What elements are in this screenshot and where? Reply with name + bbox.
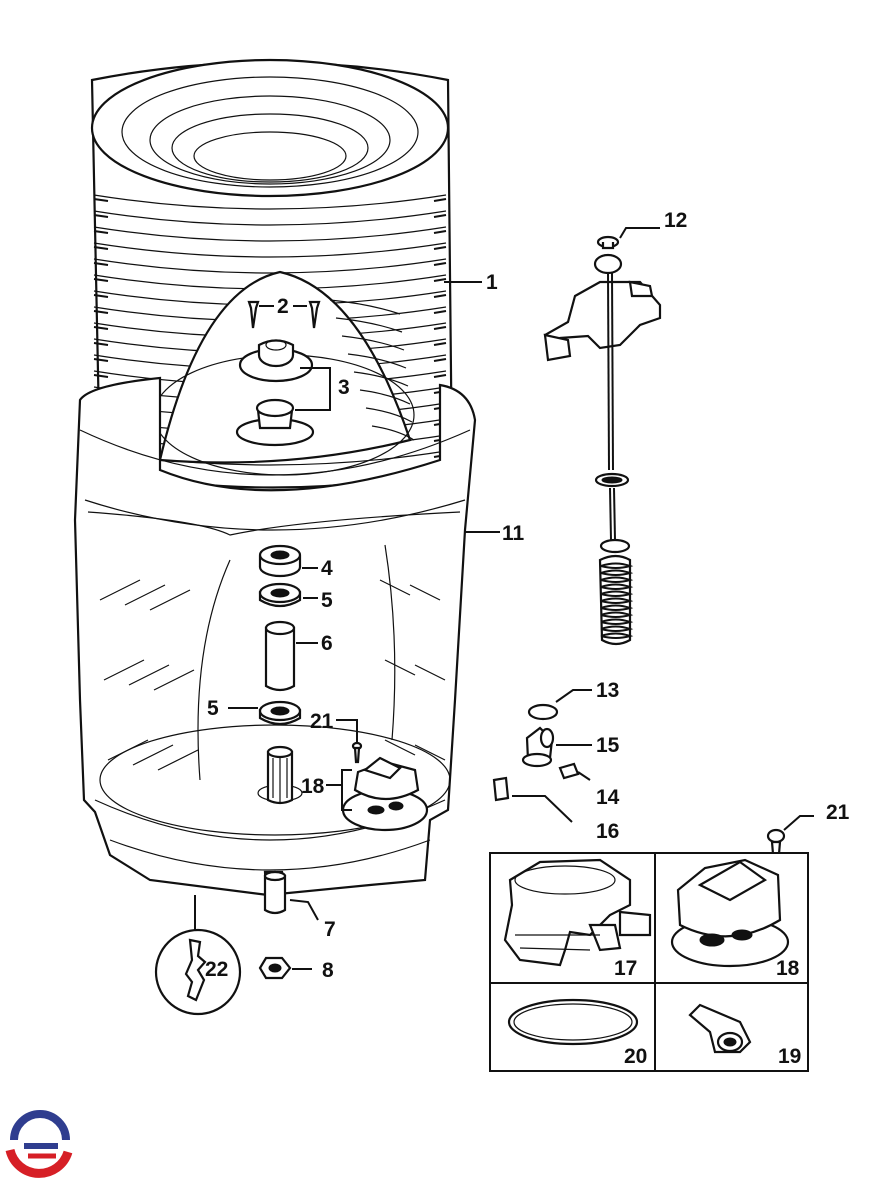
part-5-lower-bearing[interactable] [258,700,302,726]
part-8-nut[interactable] [258,956,312,980]
part-17-pump-assembly[interactable] [503,858,652,967]
part-5-upper-bearing[interactable] [258,582,302,608]
label-3: 3 [338,376,350,399]
label-21-small: 21 [310,710,334,733]
label-16: 16 [596,820,619,843]
label-12: 12 [664,209,687,232]
part-14-clip[interactable] [558,762,591,781]
brand-logo-icon [5,1110,73,1178]
label-5-upper: 5 [321,589,333,612]
label-2: 2 [277,295,289,318]
label-18-small: 18 [301,775,325,798]
part-13-o-ring[interactable] [527,689,592,721]
part-18-pump-small[interactable] [341,756,429,832]
label-20: 20 [624,1045,647,1068]
part-18-pump[interactable] [670,858,790,968]
tub-inner-rings [329,299,415,441]
leader-lines [228,281,500,786]
label-5-lower: 5 [207,697,219,720]
float-spring [600,562,634,639]
part-16-clip[interactable] [492,776,573,823]
part-22-clip-detail[interactable] [154,928,242,1016]
label-6: 6 [321,632,333,655]
part-2-screws[interactable] [247,300,321,329]
part-20-o-ring-large[interactable] [507,998,639,1046]
part-number-labels: 1 2 3 4 5 6 5 21 18 7 8 22 11 12 13 15 1… [205,209,850,1068]
label-22: 22 [205,958,228,981]
label-1: 1 [486,271,498,294]
part-15-elbow[interactable] [521,726,592,768]
label-21-large: 21 [826,801,850,824]
label-7: 7 [324,918,336,941]
outer-tub-ribs [99,579,446,771]
label-8: 8 [322,959,334,982]
label-11: 11 [502,522,525,545]
label-15: 15 [596,734,620,757]
label-14: 14 [596,786,620,809]
label-13: 13 [596,679,619,702]
part-19-impeller-cover[interactable] [688,1003,752,1054]
part-1-inner-tub[interactable] [90,58,454,489]
label-17: 17 [614,957,637,980]
label-4: 4 [321,557,333,580]
part-4-seal[interactable] [258,544,302,578]
part-21-screw-small[interactable] [336,719,363,764]
spin-shaft [257,745,303,805]
part-7-coupler[interactable] [263,870,319,921]
part-12-level-assembly[interactable] [543,227,662,646]
part-3-hub-and-gear[interactable] [235,339,331,447]
label-18: 18 [776,957,800,980]
label-19: 19 [778,1045,801,1068]
part-6-spacer-tube[interactable] [264,620,296,692]
